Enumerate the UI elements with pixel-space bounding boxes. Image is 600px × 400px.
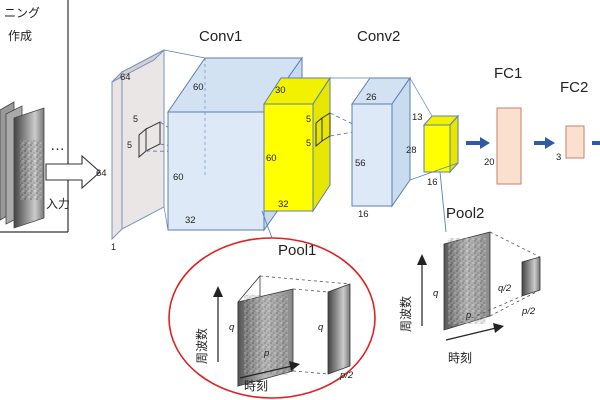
top-label-line1: ニング	[4, 6, 40, 20]
conv1-kernel-h: 5	[127, 140, 132, 150]
pool1-block	[263, 76, 331, 213]
conv2-block	[351, 76, 411, 208]
pool2-dim-left: 28	[406, 145, 417, 156]
pool2-p-label: p	[465, 310, 471, 321]
conv2-title: Conv2	[357, 28, 400, 45]
conv1-dim-depth: 32	[185, 215, 196, 226]
ellipsis-text: …	[50, 137, 65, 154]
pool1-detail	[213, 274, 351, 388]
input-label: 入力	[46, 197, 70, 211]
training-data-panel: ニング 作成 …	[0, 0, 69, 233]
conv2-dim-left: 56	[355, 158, 366, 169]
pool2-block	[422, 114, 460, 174]
conv2-dim-top: 26	[366, 92, 377, 103]
pool1-dim-top: 30	[275, 85, 286, 96]
pool2-dim-top: 13	[412, 112, 423, 123]
fc2-title: FC2	[560, 79, 588, 96]
pool1-time-label: 時刻	[244, 379, 268, 393]
pool2-time-label: 時刻	[448, 351, 472, 365]
arrow-pool2-to-fc1	[466, 137, 490, 149]
pool2-freq-label: 周波数	[398, 296, 413, 332]
spectrogram-stack	[0, 101, 45, 229]
conv2-kernel-h: 5	[306, 138, 311, 148]
conv1-dim-left: 60	[173, 172, 184, 183]
fc1-title: FC1	[494, 65, 522, 82]
pool1-dim-left: 60	[266, 153, 277, 164]
conv2-dim-depth: 16	[358, 209, 369, 220]
conv1-kernel-w: 5	[133, 114, 138, 124]
conv2-kernel-w: 5	[306, 114, 311, 124]
pool2-p-half-label: p/2	[521, 306, 536, 317]
input-size-left: 64	[96, 168, 107, 179]
fc1-size: 20	[484, 157, 495, 168]
pool1-freq-label: 周波数	[194, 328, 209, 364]
pool1-q-label-right: q	[318, 322, 324, 333]
fc1-block	[496, 107, 522, 185]
input-size-top: 64	[120, 72, 131, 83]
fc2-size: 3	[556, 152, 561, 163]
pool1-callout-line	[261, 210, 273, 239]
pool1-q-label: q	[229, 322, 235, 333]
input-arrow	[45, 154, 101, 190]
pool2-q-label: q	[433, 288, 439, 299]
pool2-dim-depth: 16	[427, 177, 438, 188]
top-label-line2: 作成	[8, 29, 32, 43]
pool2-detail	[417, 231, 541, 341]
conv1-title: Conv1	[199, 28, 242, 45]
pool2-title: Pool2	[446, 205, 484, 222]
pool1-dim-depth: 32	[278, 199, 289, 210]
input-depth: 1	[111, 242, 116, 252]
pool2-callout-line	[439, 171, 447, 233]
pool1-title: Pool1	[278, 242, 316, 259]
pool1-p-label: p	[263, 348, 269, 359]
conv1-dim-top: 60	[193, 82, 204, 93]
connector-lines	[163, 49, 459, 231]
arrow-fc1-to-fc2	[534, 137, 555, 149]
pool1-highlight-circle	[168, 237, 376, 399]
pool1-p-half-label: p/2	[339, 370, 354, 381]
fc2-block	[565, 125, 585, 159]
pool2-q-half-label: q/2	[498, 283, 512, 294]
input-layer	[111, 49, 165, 241]
